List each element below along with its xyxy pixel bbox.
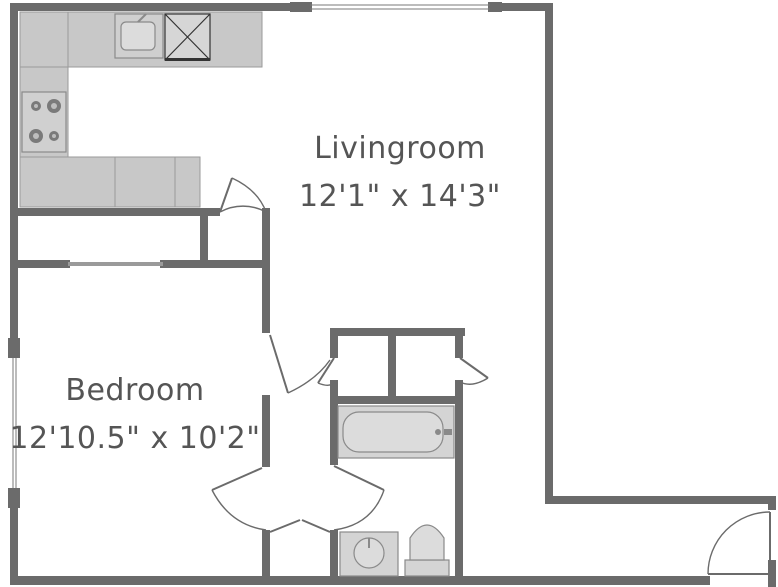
window-jamb	[8, 338, 20, 358]
wall-top-right	[490, 3, 552, 11]
wall-bottom	[10, 576, 710, 585]
toilet-icon	[404, 524, 450, 577]
sink-icon	[114, 13, 164, 59]
door-leaf	[301, 519, 331, 533]
wall-hall-middle	[262, 395, 270, 467]
wall-bedroom-top-right	[160, 260, 270, 268]
wall-bath-right	[455, 380, 463, 585]
door-swing	[231, 177, 267, 213]
window-jamb	[290, 2, 312, 12]
door-swing	[333, 489, 385, 531]
kitchen	[19, 11, 263, 208]
room-labels: Livingroom 12'1" x 14'3" Bedroom 12'10.5…	[9, 131, 501, 456]
livingroom-dimensions: 12'1" x 14'3"	[299, 179, 501, 214]
door-leaf	[317, 357, 335, 384]
wall-closet-divider	[200, 208, 208, 268]
wall-kitchen-bottom	[10, 208, 220, 216]
door-leaf	[269, 334, 289, 394]
door-swing	[219, 205, 267, 213]
bathroom	[337, 405, 455, 577]
livingroom-name: Livingroom	[314, 131, 486, 166]
walls	[8, 2, 776, 587]
doors	[211, 177, 771, 575]
wall-top-left	[10, 3, 310, 11]
wall-right-upper	[545, 3, 553, 503]
bedroom-dimensions: 12'10.5" x 10'2"	[9, 421, 260, 456]
window-jamb	[8, 488, 20, 508]
wall-hall-upper	[262, 208, 270, 333]
door-swing	[287, 359, 331, 394]
kitchen-counter-bottom	[19, 156, 201, 208]
wall-bath-closet-divider	[388, 328, 396, 400]
window-jamb	[488, 2, 502, 12]
door-leaf	[333, 465, 385, 491]
wall-bath-right-top	[455, 328, 463, 358]
wall-hall-lower	[262, 530, 270, 585]
wall-right-lower	[768, 560, 776, 587]
stove-icon	[21, 91, 67, 153]
door-swing	[707, 511, 771, 575]
wall-right-stub	[768, 496, 776, 510]
door-swing	[459, 377, 489, 385]
wall-bath-left-low	[330, 530, 338, 585]
bathtub-icon	[337, 405, 455, 459]
door-leaf	[459, 357, 489, 379]
wall-bedroom-top-left	[10, 260, 70, 268]
wall-right-step	[545, 496, 775, 504]
wall-left-lower	[10, 488, 18, 585]
bedroom-name: Bedroom	[65, 373, 204, 408]
wall-bath-top	[330, 328, 465, 336]
wall-bath-left-top	[330, 328, 338, 358]
door-swing	[211, 489, 267, 531]
door-leaf	[211, 467, 263, 491]
wall-left-upper	[10, 3, 18, 358]
closet-sliding-door	[68, 262, 163, 266]
wall-bath-closet-bottom	[330, 396, 460, 404]
wall-bath-left-mid	[330, 380, 338, 465]
bathroom-sink-icon	[339, 531, 399, 577]
windows	[12, 4, 490, 488]
door-leaf	[269, 519, 301, 533]
door-leaf	[219, 177, 233, 213]
door-swing	[317, 381, 335, 386]
dishwasher-icon	[164, 13, 211, 61]
